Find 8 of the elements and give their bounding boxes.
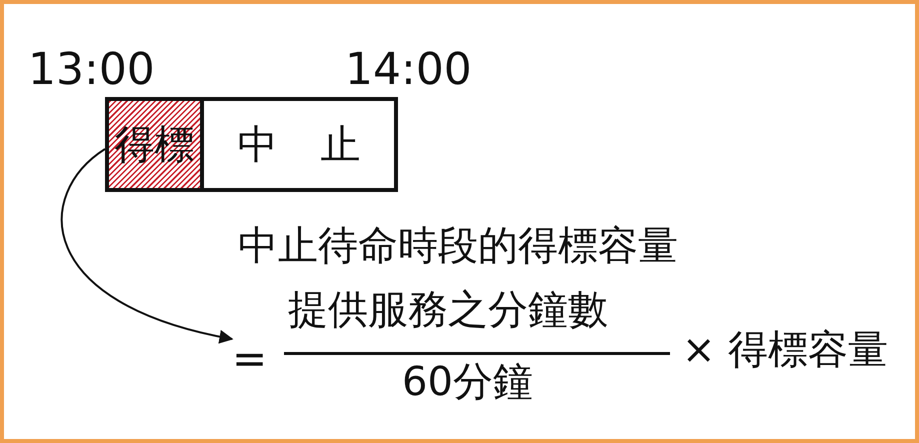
curved-arrow — [61, 148, 234, 344]
equals-sign: = — [232, 338, 268, 380]
denominator-text: 60分鐘 — [402, 362, 533, 402]
multiplier-text: × 得標容量 — [682, 330, 888, 370]
time-label: 13:00 — [28, 48, 155, 92]
time-label: 14:00 — [345, 48, 472, 92]
numerator-text: 提供服務之分鐘數 — [288, 290, 608, 330]
formula-text: 中止待命時段的得標容量 — [238, 226, 678, 266]
